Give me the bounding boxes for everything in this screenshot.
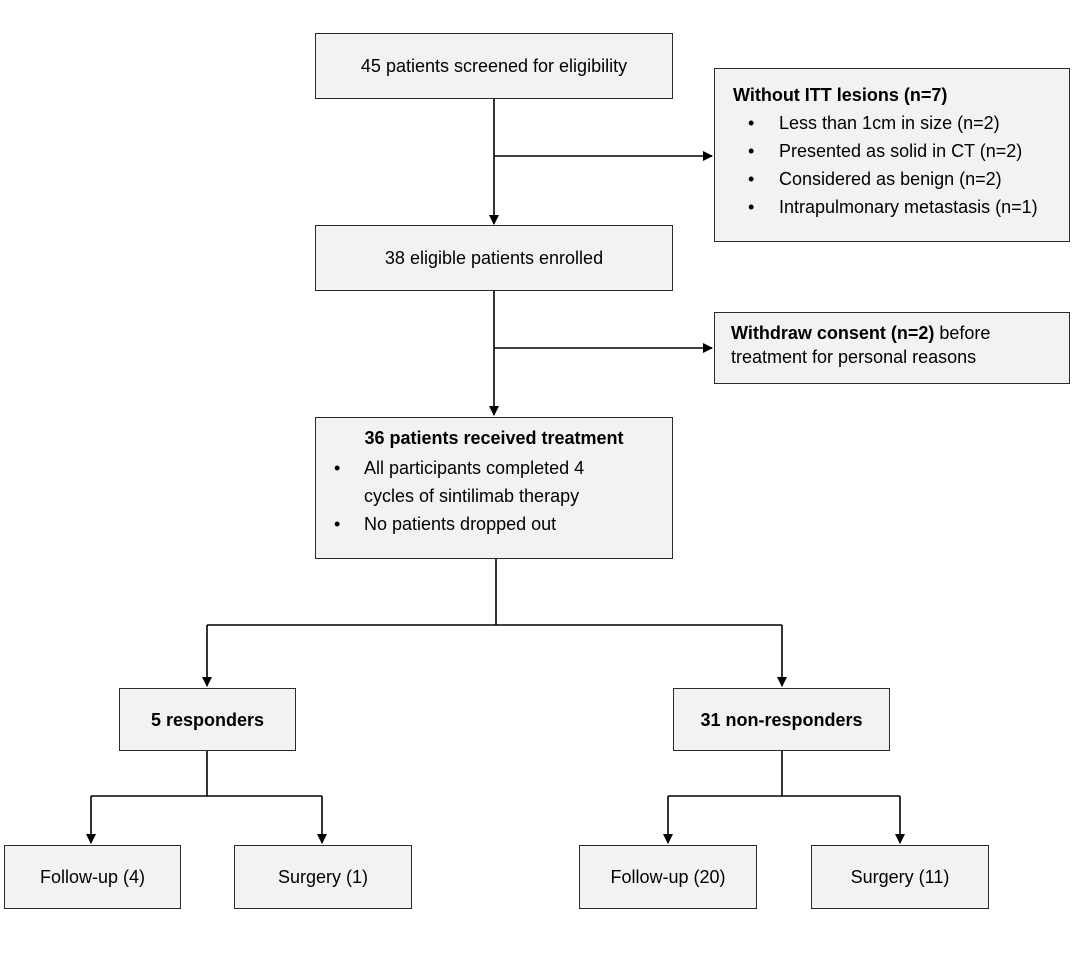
exclusion-title: Without ITT lesions (n=7) (733, 85, 948, 105)
exclusion-item: Intrapulmonary metastasis (n=1) (733, 193, 1059, 221)
connector-non-responders-split (668, 751, 783, 797)
withdraw-bold: Withdraw consent (n=2) (731, 323, 935, 343)
screened-label: 45 patients screened for eligibility (360, 56, 628, 76)
withdraw-text: before treatment for personal reasons (731, 323, 991, 367)
nr-followup-box: Follow-up (20) (579, 845, 757, 909)
exclusion-item: Considered as benign (n=2) (733, 165, 1059, 193)
treatment-item: All participants completed 4 cycles of s… (330, 454, 604, 510)
treatment-title: 36 patients received treatment (364, 428, 624, 448)
r-surgery-box: Surgery (1) (234, 845, 412, 909)
non-responders-box: 31 non-responders (673, 688, 890, 751)
exclusion-item: Less than 1cm in size (n=2) (733, 109, 1059, 137)
non-responders-label: 31 non-responders (700, 709, 863, 730)
r-followup-box: Follow-up (4) (4, 845, 181, 909)
treatment-item: No patients dropped out (330, 510, 672, 538)
screened-box: 45 patients screened for eligibility (315, 33, 673, 99)
connector-responders-split (91, 751, 208, 797)
nr-followup-label: Follow-up (20) (610, 867, 726, 887)
responders-label: 5 responders (150, 709, 265, 730)
exclusion-item: Presented as solid in CT (n=2) (733, 137, 1059, 165)
exclusion-box: Without ITT lesions (n=7) Less than 1cm … (714, 68, 1070, 242)
r-followup-label: Follow-up (4) (39, 867, 146, 887)
responders-box: 5 responders (119, 688, 296, 751)
treatment-list: All participants completed 4 cycles of s… (330, 454, 672, 538)
enrolled-box: 38 eligible patients enrolled (315, 225, 673, 291)
r-surgery-label: Surgery (1) (277, 867, 369, 887)
exclusion-list: Less than 1cm in size (n=2) Presented as… (733, 109, 1059, 221)
nr-surgery-box: Surgery (11) (811, 845, 989, 909)
enrolled-label: 38 eligible patients enrolled (384, 248, 604, 268)
nr-surgery-label: Surgery (11) (850, 867, 950, 887)
treatment-box: 36 patients received treatment All parti… (315, 417, 673, 559)
withdraw-box: Withdraw consent (n=2) before treatment … (714, 312, 1070, 384)
